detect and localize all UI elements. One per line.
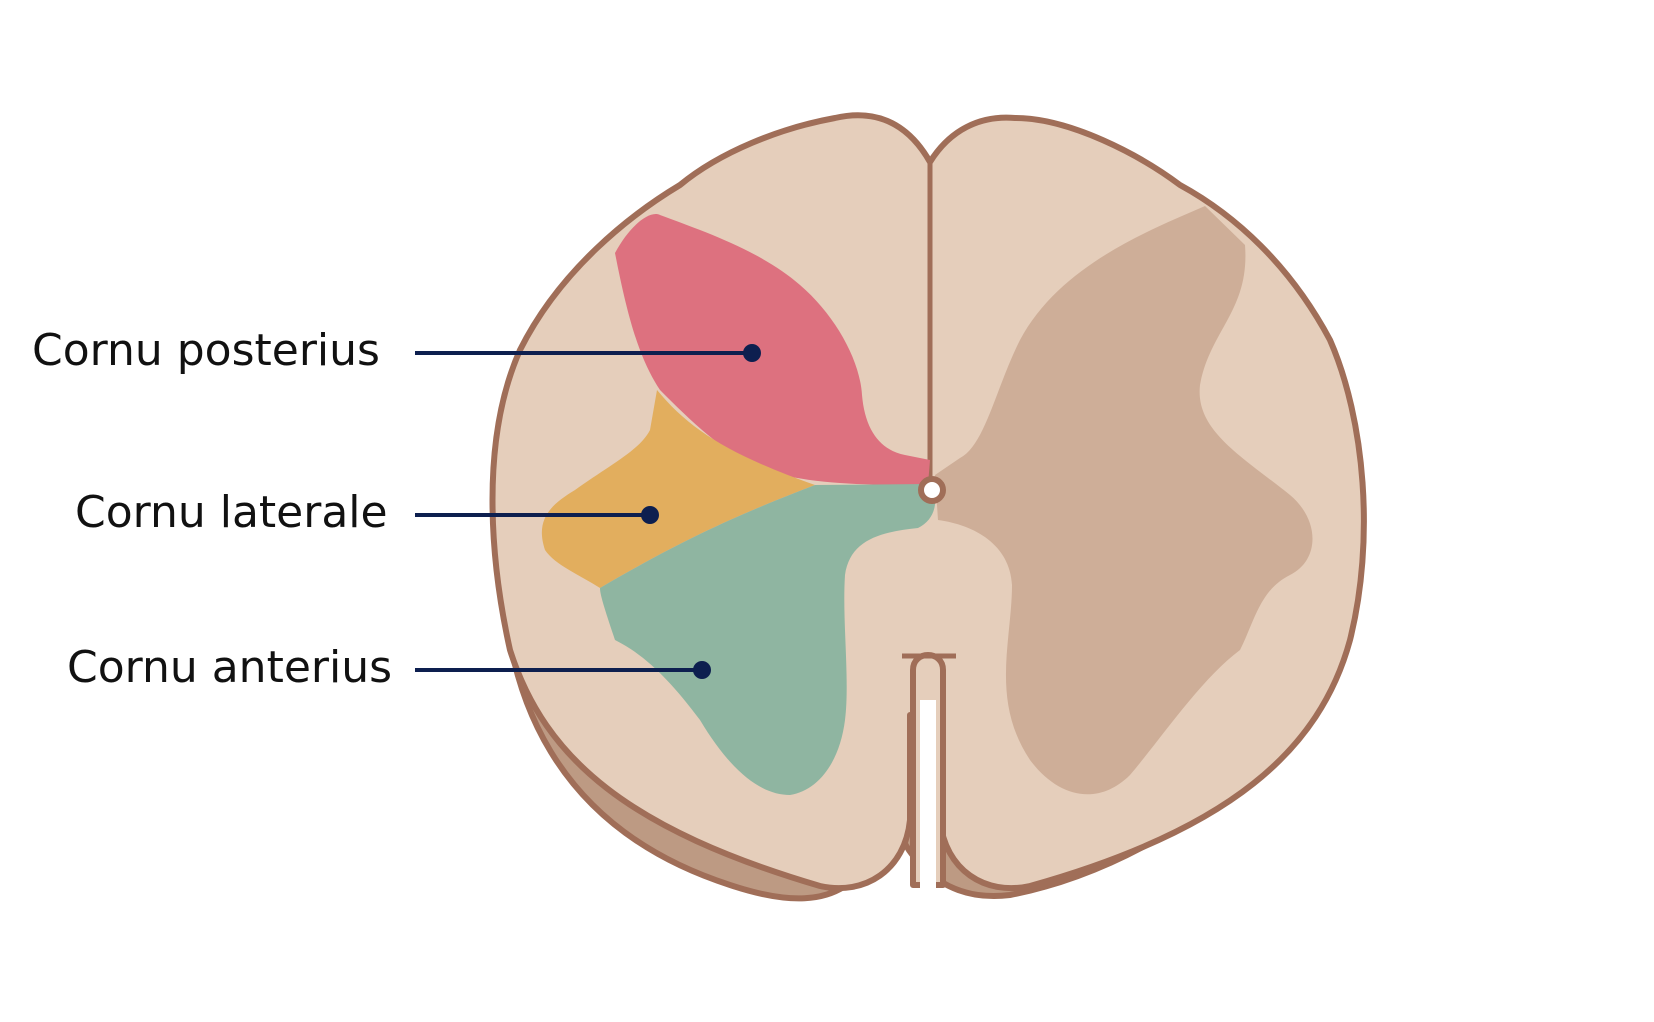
label-lateral-horn: Cornu laterale: [75, 487, 659, 538]
label-text-anterior: Cornu anterius: [67, 642, 392, 693]
lateral-horn-region: [541, 390, 815, 588]
label-anterior-horn: Cornu anterius: [67, 642, 711, 693]
gray-matter-right: [935, 206, 1313, 795]
fissure-opening: [920, 700, 936, 900]
leader-dot-anterior: [693, 661, 711, 679]
leader-dot-posterior: [743, 344, 761, 362]
label-text-posterior: Cornu posterius: [32, 325, 380, 376]
posterior-horn-region: [615, 214, 930, 486]
central-canal: [918, 476, 946, 504]
label-posterior-horn: Cornu posterius: [32, 325, 761, 376]
leader-dot-lateral: [641, 506, 659, 524]
anterior-horn-region: [600, 484, 936, 795]
label-text-lateral: Cornu laterale: [75, 487, 388, 538]
